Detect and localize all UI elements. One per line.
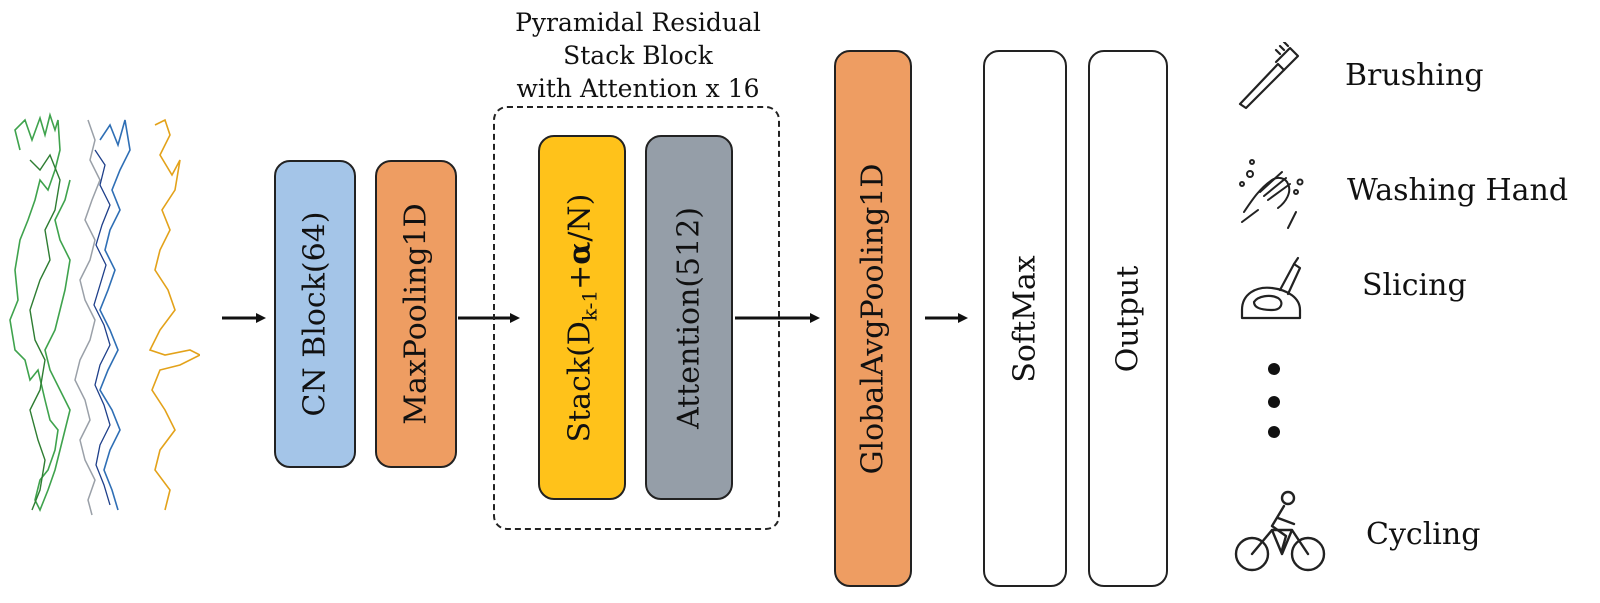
activity-label-cycling: Cycling xyxy=(1366,517,1481,552)
activity-label-slicing: Slicing xyxy=(1362,268,1467,303)
activity-label-brushing: Brushing xyxy=(1345,58,1484,93)
stack-group-title-line-3: with Attention x 16 xyxy=(516,74,760,103)
washing-hands-icon xyxy=(1239,159,1304,229)
maxpooling-block: MaxPooling1D xyxy=(375,160,457,468)
stack-block: Stack(Dk-1+α/N) xyxy=(538,135,626,500)
global-avg-pooling-block-label: GlobalAvgPooling1D xyxy=(855,163,891,474)
attention-block-label: Attention(512) xyxy=(671,206,707,429)
more-dot-2 xyxy=(1268,396,1280,408)
pyramidal-residual-stack-group xyxy=(493,106,780,530)
attention-block: Attention(512) xyxy=(645,135,733,500)
more-dot-1 xyxy=(1268,363,1280,375)
slicing-knife-icon xyxy=(1240,256,1302,320)
toothbrush-icon xyxy=(1238,42,1300,110)
maxpooling-block-label: MaxPooling1D xyxy=(398,203,434,425)
stack-group-title: Pyramidal Residual Stack Block with Atte… xyxy=(490,6,786,105)
signal-darkgreen xyxy=(29,153,61,511)
global-avg-pooling-block: GlobalAvgPooling1D xyxy=(834,50,912,587)
cn-block-label: CN Block(64) xyxy=(297,211,333,417)
stack-group-title-line-1: Pyramidal Residual xyxy=(515,8,761,37)
sensor-signals xyxy=(9,112,200,516)
output-block: Output xyxy=(1088,50,1168,587)
stack-group-title-line-2: Stack Block xyxy=(563,41,713,70)
signal-orange xyxy=(148,118,200,511)
output-block-label: Output xyxy=(1110,265,1146,372)
signal-navy xyxy=(93,149,111,506)
signal-green xyxy=(9,112,71,512)
stack-block-label: Stack(Dk-1+α/N) xyxy=(562,193,602,442)
cycling-icon xyxy=(1234,490,1326,572)
softmax-block: SoftMax xyxy=(983,50,1067,587)
more-dot-3 xyxy=(1268,426,1280,438)
signal-blue xyxy=(99,119,131,511)
signal-gray xyxy=(74,119,101,516)
cn-block: CN Block(64) xyxy=(274,160,356,468)
activity-label-washing-hand: Washing Hand xyxy=(1347,173,1569,208)
softmax-block-label: SoftMax xyxy=(1007,254,1043,383)
